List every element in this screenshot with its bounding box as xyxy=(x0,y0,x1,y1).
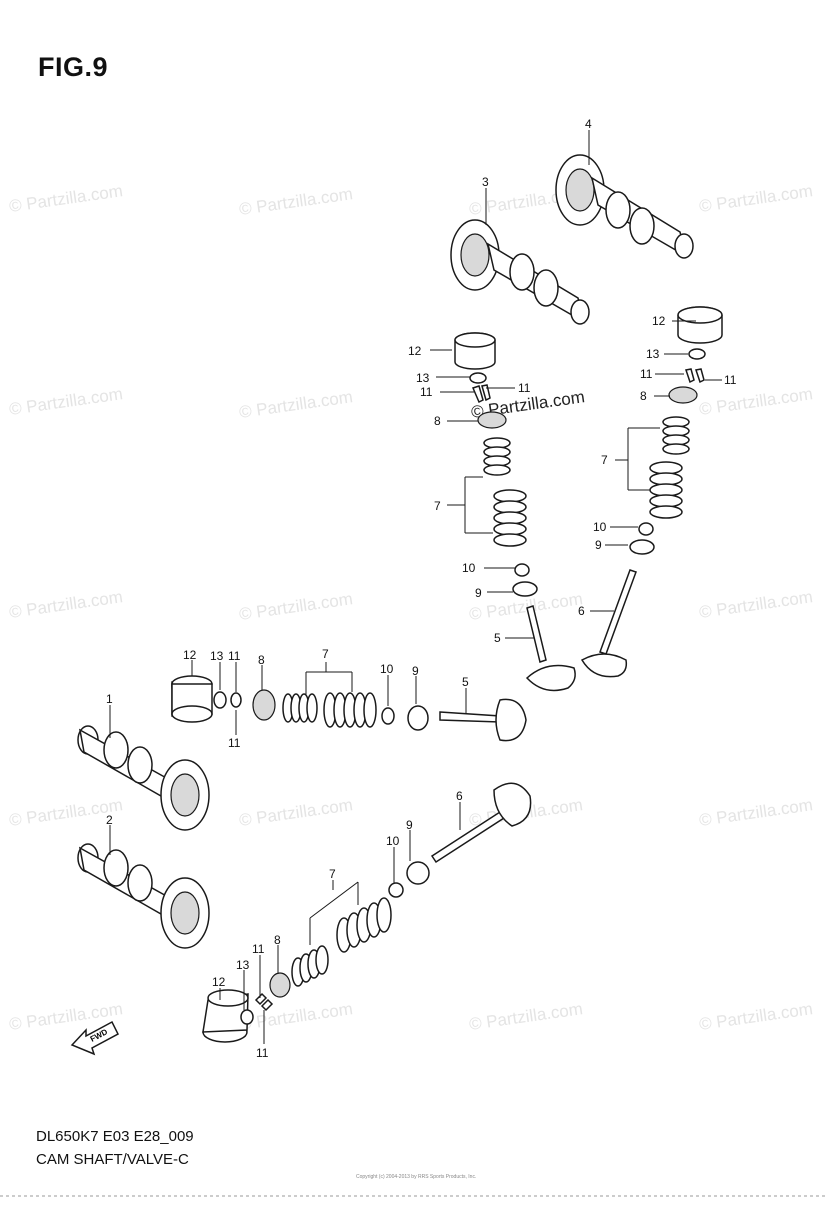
figure-label: FIG.9 xyxy=(38,52,109,82)
callout-7: 7 xyxy=(434,499,441,513)
valve-assembly-middle-row xyxy=(171,675,527,742)
watermark: © Partzilla.com xyxy=(468,999,584,1034)
watermark: © Partzilla.com xyxy=(698,384,814,419)
callout-12: 12 xyxy=(652,314,666,328)
callout-7: 7 xyxy=(322,647,329,661)
callout-10: 10 xyxy=(386,834,400,848)
callout-3: 3 xyxy=(482,175,489,189)
valve-assembly-lower-row xyxy=(202,782,532,1043)
diagram-title: CAM SHAFT/VALVE-C xyxy=(36,1151,189,1168)
watermark: © Partzilla.com xyxy=(8,384,124,419)
watermark: © Partzilla.com xyxy=(698,999,814,1034)
callout-13: 13 xyxy=(416,371,430,385)
callout-labels: 4 3 12 13 11 11 8 7 10 9 5 12 13 11 11 8… xyxy=(106,117,737,1060)
callout-11: 11 xyxy=(420,385,433,399)
watermark: © Partzilla.com xyxy=(8,181,124,216)
copyright-note: Copyright (c) 2004-2013 by RRS Sports Pr… xyxy=(356,1174,477,1180)
valve-assembly-upper-right xyxy=(580,306,723,678)
callout-4: 4 xyxy=(585,117,592,131)
callout-11: 11 xyxy=(724,373,737,387)
camshaft-1 xyxy=(77,725,210,831)
watermark: © Partzilla.com xyxy=(698,795,814,830)
callout-6: 6 xyxy=(578,604,585,618)
callout-9: 9 xyxy=(595,538,602,552)
callout-8: 8 xyxy=(640,389,647,403)
watermark: © Partzilla.com xyxy=(8,587,124,622)
callout-10: 10 xyxy=(593,520,607,534)
watermark: © Partzilla.com xyxy=(238,999,354,1034)
callout-10: 10 xyxy=(462,561,476,575)
callout-11: 11 xyxy=(256,1046,269,1060)
watermark: © Partzilla.com xyxy=(238,589,354,624)
callout-8: 8 xyxy=(274,933,281,947)
leader-lines xyxy=(109,130,722,1044)
callout-1: 1 xyxy=(106,692,113,706)
callout-11: 11 xyxy=(518,381,531,395)
watermark: © Partzilla.com xyxy=(698,181,814,216)
callout-12: 12 xyxy=(408,344,422,358)
callout-11: 11 xyxy=(228,649,241,663)
valve-assembly-upper-middle xyxy=(454,332,576,692)
camshaft-2 xyxy=(77,843,210,949)
fwd-arrow: FWD xyxy=(70,1020,119,1056)
watermark: © Partzilla.com xyxy=(238,795,354,830)
watermark: © Partzilla.com xyxy=(238,184,354,219)
diagram-code: DL650K7 E03 E28_009 xyxy=(36,1128,194,1145)
callout-7: 7 xyxy=(601,453,608,467)
callout-7: 7 xyxy=(329,867,336,881)
callout-13: 13 xyxy=(646,347,660,361)
callout-9: 9 xyxy=(406,818,413,832)
callout-11: 11 xyxy=(228,736,241,750)
callout-2: 2 xyxy=(106,813,113,827)
callout-13: 13 xyxy=(236,958,250,972)
callout-8: 8 xyxy=(258,653,265,667)
callout-9: 9 xyxy=(475,586,482,600)
callout-10: 10 xyxy=(380,662,394,676)
callout-5: 5 xyxy=(462,675,469,689)
callout-12: 12 xyxy=(212,975,226,989)
callout-9: 9 xyxy=(412,664,419,678)
callout-11: 11 xyxy=(640,367,653,381)
camshaft-3 xyxy=(450,219,590,325)
callout-5: 5 xyxy=(494,631,501,645)
callout-12: 12 xyxy=(183,648,197,662)
watermark: © Partzilla.com xyxy=(238,387,354,422)
callout-8: 8 xyxy=(434,414,441,428)
watermark: © Partzilla.com xyxy=(698,587,814,622)
callout-13: 13 xyxy=(210,649,224,663)
camshaft-4 xyxy=(555,154,694,259)
callout-6: 6 xyxy=(456,789,463,803)
callout-11: 11 xyxy=(252,942,265,956)
